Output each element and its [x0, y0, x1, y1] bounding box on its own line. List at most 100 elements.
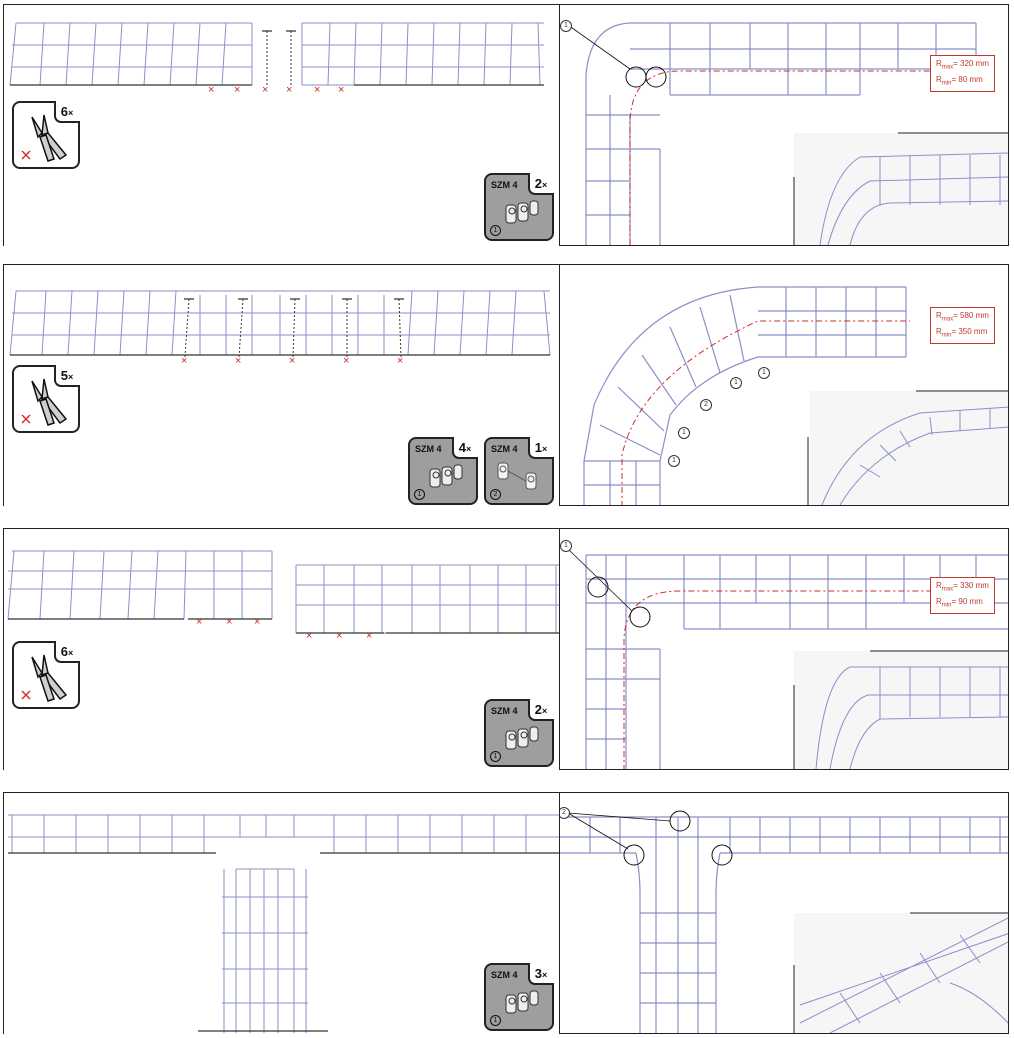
kit-count: 3	[534, 966, 542, 981]
svg-text:×: ×	[336, 630, 342, 642]
svg-text:×: ×	[262, 84, 268, 96]
wire-cutter-tool-card: 6×	[12, 641, 80, 709]
tool-count: 6	[60, 104, 68, 119]
step-3-assembly-view: 1 Rmax= 330 mm Rmin= 90 mm	[559, 528, 1009, 770]
corner-bend-drawing	[567, 548, 1008, 769]
kit-count: 2	[534, 702, 542, 717]
rmax-value: = 320 mm	[953, 59, 989, 68]
wire-cutter-tool-card: 5×	[12, 365, 80, 433]
svg-text:×: ×	[314, 84, 320, 96]
rmax-label: R	[936, 59, 942, 68]
szm4-kit-card-2: 1× SZM 4 2	[484, 437, 554, 505]
callout-number: 1	[730, 377, 742, 389]
rmin-value: = 90 mm	[951, 596, 983, 606]
szm4-kit-card: 4× SZM 4 1	[408, 437, 478, 505]
rmin-value: = 80 mm	[951, 74, 983, 84]
step-panel-1: ××× ××× 6× 2× SZM 4	[3, 4, 1009, 246]
svg-text:×: ×	[181, 355, 187, 367]
rmax-sub: max	[941, 586, 954, 593]
tee-junction-drawing	[560, 810, 1008, 1033]
callout-number: 1	[560, 20, 572, 32]
callout-number: 2	[560, 807, 570, 819]
corner-bend-drawing	[567, 22, 1008, 245]
svg-text:×: ×	[208, 84, 214, 96]
kit-number: 1	[490, 1015, 501, 1026]
radius-box: Rmax= 330 mm Rmin= 90 mm	[930, 577, 995, 615]
szm4-kit-card: 2× SZM 4 1	[484, 699, 554, 767]
svg-text:×: ×	[306, 630, 312, 642]
times-symbol: ×	[67, 648, 74, 658]
rmin-sub: min	[941, 332, 952, 339]
step-2-assembly-view: 1 1 2 1 1 Rmax= 580 mm Rmin= 350 mm	[559, 264, 1009, 506]
connector-kit-icon	[505, 726, 539, 750]
times-symbol: ×	[67, 372, 74, 382]
wire-cutter-tool-card: 6×	[12, 101, 80, 169]
kit-code: SZM 4	[491, 970, 518, 980]
connector-kit-icon	[497, 462, 537, 490]
svg-text:×: ×	[254, 616, 260, 628]
step-2-cut-diagram: ××××× 5× 4× SZM 4	[3, 264, 559, 506]
times-symbol: ×	[465, 444, 472, 454]
times-symbol: ×	[541, 706, 548, 716]
cable-tray-tee-drawing	[8, 814, 560, 1033]
kit-code: SZM 4	[491, 180, 518, 190]
svg-text:×: ×	[338, 84, 344, 96]
radius-box: Rmax= 580 mm Rmin= 350 mm	[930, 307, 995, 345]
kit-number: 1	[490, 751, 501, 762]
callout-number: 1	[758, 367, 770, 379]
szm4-kit-card: 3× SZM 4 1	[484, 963, 554, 1031]
rmin-sub: min	[941, 602, 952, 609]
wire-cutter-icon	[21, 654, 68, 702]
rmax-sub: max	[941, 316, 954, 323]
connector-kit-icon	[429, 464, 463, 488]
tool-count: 5	[60, 368, 68, 383]
cable-tray-cut-drawing: × × × × × ×	[9, 22, 544, 96]
svg-text:×: ×	[289, 355, 295, 367]
step-panel-3: ××× ××× 6× 2× SZM 4	[3, 528, 1009, 770]
rmin-label: R	[936, 326, 942, 336]
rmax-value: = 330 mm	[953, 581, 989, 590]
svg-text:×: ×	[196, 616, 202, 628]
callout-number: 1	[668, 455, 680, 467]
svg-text:×: ×	[366, 630, 372, 642]
svg-text:×: ×	[226, 616, 232, 628]
svg-text:×: ×	[234, 84, 240, 96]
svg-text:×: ×	[397, 355, 403, 367]
step-panel-4: 3× SZM 4 1	[3, 792, 1009, 1034]
callout-number: 1	[560, 540, 572, 552]
connector-kit-icon	[505, 200, 539, 224]
rmax-label: R	[936, 581, 942, 590]
times-symbol: ×	[541, 444, 548, 454]
kit-code: SZM 4	[491, 444, 518, 454]
kit-count: 2	[534, 176, 542, 191]
step-4-tee-diagram: 3× SZM 4 1	[3, 792, 560, 1034]
rmax-value: = 580 mm	[953, 311, 989, 320]
tool-count: 6	[60, 644, 68, 659]
step-1-assembly-view: 1 Rmax= 320 mm Rmin= 80 mm	[559, 4, 1009, 246]
connector-kit-icon	[505, 990, 539, 1014]
kit-number: 1	[414, 489, 425, 500]
kit-number: 2	[490, 489, 501, 500]
callout-number: 2	[700, 399, 712, 411]
curved-bend-drawing	[583, 286, 1008, 505]
kit-count: 1	[534, 440, 542, 455]
rmin-sub: min	[941, 80, 952, 87]
times-symbol: ×	[541, 970, 548, 980]
rmin-label: R	[936, 596, 942, 606]
cable-tray-cut-drawing: × × × × ×	[9, 290, 551, 367]
kit-code: SZM 4	[415, 444, 442, 454]
radius-box: Rmax= 320 mm Rmin= 80 mm	[930, 55, 995, 93]
times-symbol: ×	[541, 180, 548, 190]
svg-text:×: ×	[235, 355, 241, 367]
szm4-kit-card: 2× SZM 4 1	[484, 173, 554, 241]
rmin-value: = 350 mm	[951, 326, 988, 336]
svg-text:×: ×	[343, 355, 349, 367]
rmax-sub: max	[941, 64, 954, 71]
kit-count: 4	[458, 440, 466, 455]
svg-text:×: ×	[286, 84, 292, 96]
callout-number: 1	[678, 427, 690, 439]
step-1-cut-diagram: ××× ××× 6× 2× SZM 4	[3, 4, 559, 246]
kit-number: 1	[490, 225, 501, 236]
times-symbol: ×	[67, 108, 74, 118]
wire-cutter-icon	[21, 378, 68, 426]
